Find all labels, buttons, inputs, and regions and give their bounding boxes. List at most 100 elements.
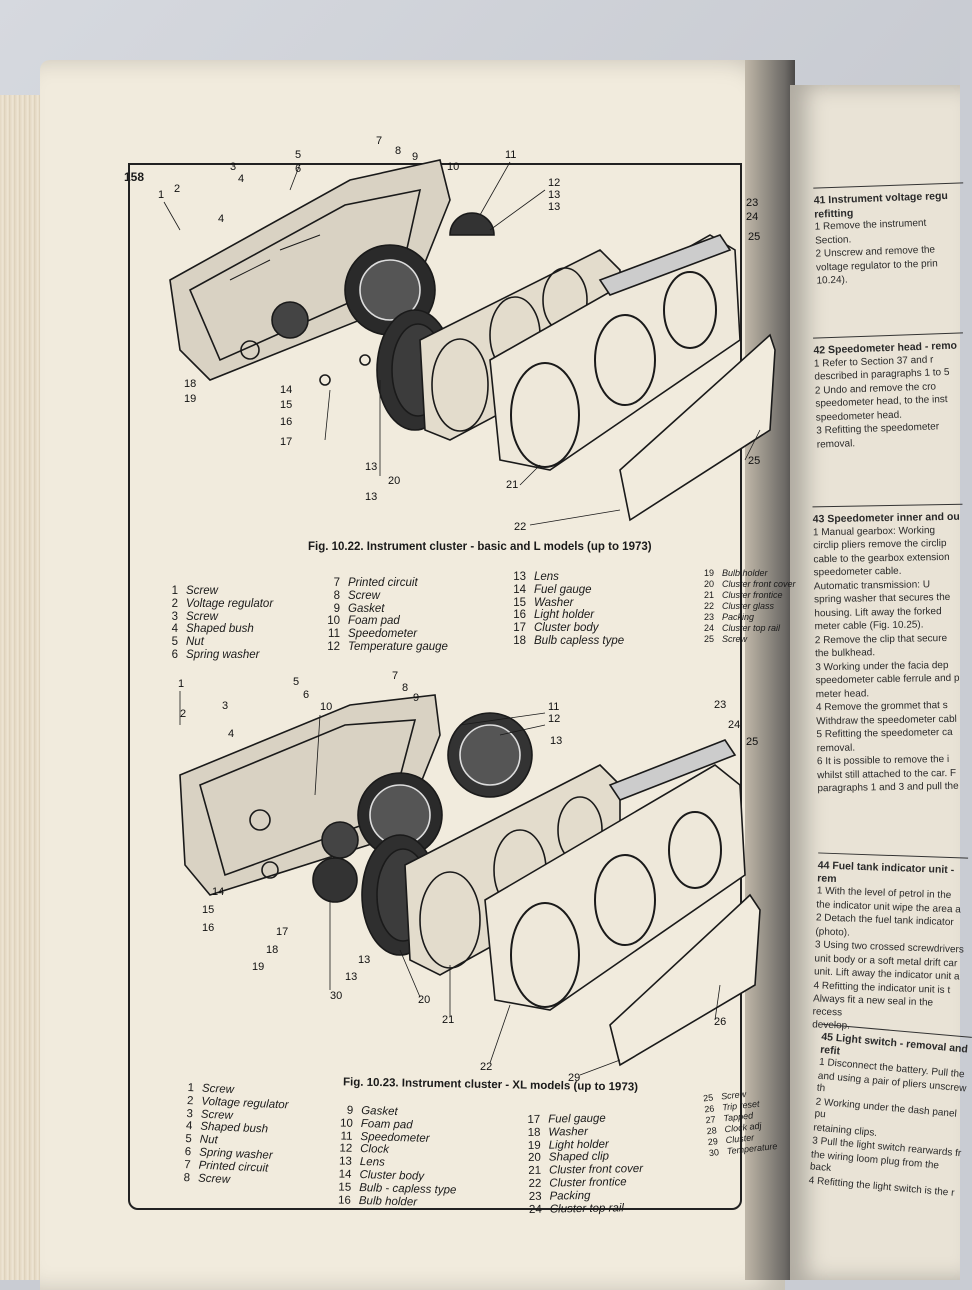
legend-num: 2 xyxy=(171,597,178,610)
legend-row: 22 Cluster glass xyxy=(698,601,796,612)
legend-text: Cluster glass xyxy=(722,601,775,611)
f2-callout-13b: 13 xyxy=(358,954,370,966)
legend-num: 23 xyxy=(703,612,714,622)
text-line: 4 Remove the grommet that s xyxy=(815,700,948,714)
legend-text: Shaped bush xyxy=(186,623,254,636)
f1-callout-13c: 13 xyxy=(365,461,377,473)
legend-num: 20 xyxy=(527,1152,541,1165)
f1-callout-13b: 13 xyxy=(548,201,560,213)
legend-num: 12 xyxy=(339,1142,353,1156)
f2-callout-21: 21 xyxy=(442,1014,454,1026)
legend-num: 24 xyxy=(528,1203,542,1216)
legend-num: 11 xyxy=(340,1130,353,1143)
legend-num: 14 xyxy=(513,583,526,596)
section-44: 44 Fuel tank indicator unit - rem 1 With… xyxy=(812,852,969,1038)
legend-num: 13 xyxy=(338,1155,353,1169)
f2-callout-12: 12 xyxy=(548,713,560,725)
section-45: 45 Light switch - removal and refit 1 Di… xyxy=(808,1023,972,1201)
text-line: meter cable (Fig. 10.25). xyxy=(814,619,924,633)
legend-text: Clock xyxy=(360,1143,390,1157)
legend-text: Fuel gauge xyxy=(548,1112,606,1126)
f2-callout-15: 15 xyxy=(202,904,214,916)
legend-row: 24 Cluster top rail xyxy=(698,623,796,634)
legend-text: Cluster frontice xyxy=(722,590,783,600)
legend-num: 30 xyxy=(708,1147,720,1159)
text-line: spring washer that secures the xyxy=(814,591,951,606)
legend-text: Fuel gauge xyxy=(534,583,592,596)
legend-text: Washer xyxy=(534,596,574,609)
f2-callout-17: 17 xyxy=(276,926,288,938)
f1-callout-14: 14 xyxy=(280,384,292,396)
f2-callout-24: 24 xyxy=(728,719,740,731)
legend-text: Screw xyxy=(200,1108,234,1122)
legend-num: 25 xyxy=(703,634,714,644)
section-42: 42 Speedometer head - remo 1 Refer to Se… xyxy=(813,332,967,452)
f2-callout-13c: 13 xyxy=(345,971,357,983)
legend-num: 7 xyxy=(333,577,340,589)
legend-row: 7 Printed circuit xyxy=(324,577,448,590)
legend-num: 6 xyxy=(171,648,178,661)
legend-num: 15 xyxy=(513,596,526,609)
f2-callout-11: 11 xyxy=(548,701,559,713)
f1-callout-1: 1 xyxy=(158,189,164,201)
f1-callout-4a: 4 xyxy=(218,213,224,225)
text-line: speedometer cable ferrule and p xyxy=(815,672,960,687)
legend-text: Printed circuit xyxy=(348,577,418,589)
legend-text: Packing xyxy=(722,612,755,622)
legend-num: 4 xyxy=(185,1120,193,1133)
legend-text: Voltage regulator xyxy=(186,597,274,610)
legend-text: Foam pad xyxy=(348,615,400,628)
f2-callout-6: 6 xyxy=(303,689,309,701)
legend-text: Speedometer xyxy=(348,628,418,641)
legend-text: Lens xyxy=(534,571,559,583)
f2-callout-13a: 13 xyxy=(550,735,562,747)
f1-callout-22: 22 xyxy=(514,521,526,533)
legend-text: Light holder xyxy=(548,1138,609,1152)
figure-1-caption: Fig. 10.22. Instrument cluster - basic a… xyxy=(308,541,652,553)
legend-num: 9 xyxy=(333,602,340,615)
legend-num: 3 xyxy=(171,610,178,623)
legend-num: 5 xyxy=(171,636,178,649)
f2-callout-8: 8 xyxy=(402,682,408,694)
legend-num: 10 xyxy=(339,1117,354,1130)
f2-callout-20: 20 xyxy=(418,994,430,1006)
f1-callout-15: 15 xyxy=(280,399,292,411)
f1-callout-13d: 13 xyxy=(365,491,377,503)
legend-row: 15 Washer xyxy=(510,597,624,610)
legend-num: 16 xyxy=(337,1194,352,1207)
legend-text: Spring washer xyxy=(186,648,260,661)
legend-num: 20 xyxy=(703,579,714,589)
text-line: housing. Lift away the forked xyxy=(814,605,942,619)
legend-num: 8 xyxy=(333,589,340,602)
f1-callout-11: 11 xyxy=(505,149,516,161)
legend-text: Cluster top rail xyxy=(722,623,781,633)
f1-callout-2: 2 xyxy=(174,183,180,195)
f2-callout-30: 30 xyxy=(330,990,342,1002)
f1-callout-24: 24 xyxy=(746,211,758,223)
legend-text: Cluster front cover xyxy=(722,579,796,589)
legend-text: Light holder xyxy=(534,609,595,622)
f1-callout-17: 17 xyxy=(280,436,292,448)
legend-text: Foam pad xyxy=(360,1117,413,1132)
section-44-title: 44 Fuel tank indicator unit - rem xyxy=(817,859,955,885)
legend-num: 22 xyxy=(703,601,714,611)
legend-text: Screw xyxy=(201,1082,235,1097)
legend-text: Bulb holder xyxy=(358,1194,418,1209)
legend-row: 2 Voltage regulator xyxy=(162,597,274,611)
legend-num: 8 xyxy=(183,1171,191,1184)
f2-callout-19: 19 xyxy=(252,961,264,973)
legend-num: 7 xyxy=(183,1158,191,1172)
text-line: 6 It is possible to remove the i xyxy=(816,753,950,768)
legend-num: 24 xyxy=(703,623,714,633)
text-line: whilst still attached to the car. F xyxy=(817,767,957,781)
